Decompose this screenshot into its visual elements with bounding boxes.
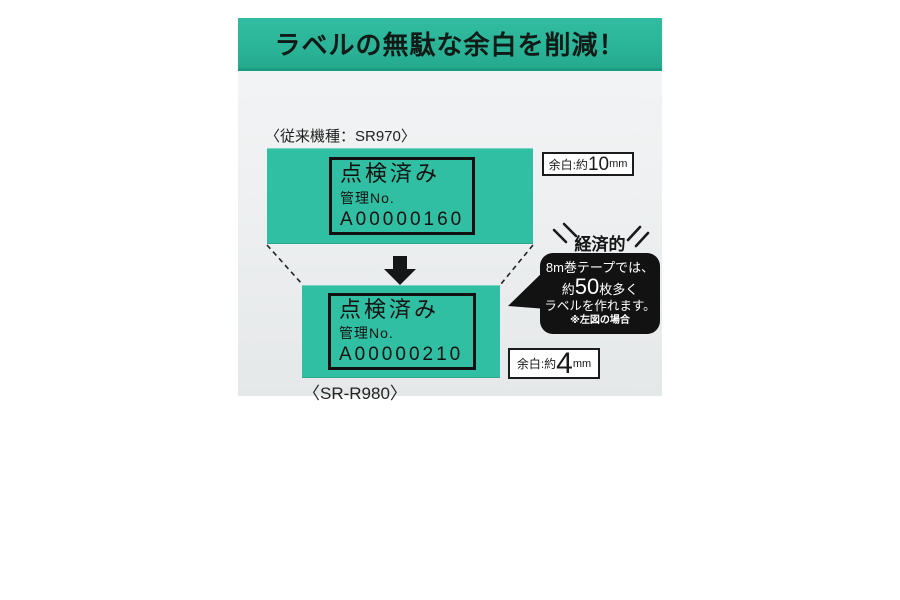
old-tape-serial: A00000160 bbox=[340, 209, 465, 230]
bubble-line2-prefix: 約 bbox=[561, 282, 575, 298]
new-tape-frame: 点検済み 管理No. A00000210 bbox=[328, 293, 476, 370]
new-tape-line1: 点検済み bbox=[339, 297, 440, 322]
new-tape-serial: A00000210 bbox=[339, 344, 464, 365]
new-tape-line2: 管理No. bbox=[339, 325, 394, 341]
bubble-line2-suffix: 枚多く bbox=[599, 282, 639, 298]
old-margin-value: 10 bbox=[587, 153, 610, 175]
old-margin-unit: mm bbox=[609, 158, 628, 170]
new-margin-prefix: 余白:約 bbox=[516, 357, 557, 371]
old-tape-frame: 点検済み 管理No. A00000160 bbox=[329, 157, 475, 235]
bubble-line3: ラベルを作れます。 bbox=[544, 298, 656, 313]
old-margin-prefix: 余白:約 bbox=[548, 157, 588, 172]
dashed-guide-left-icon bbox=[266, 244, 303, 285]
promo-panel: ラベルの無駄な余白を削減！ 〈従来機種：SR970〉 点検済み 管理No. A0… bbox=[238, 18, 662, 403]
old-tape-line2: 管理No. bbox=[340, 189, 395, 206]
new-model-caption: 〈SR-R980〉 bbox=[303, 384, 407, 403]
banner-title: ラベルの無駄な余白を削減！ bbox=[274, 29, 626, 60]
bubble-line1: 8m巻テープでは、 bbox=[545, 260, 655, 275]
down-arrow-icon bbox=[384, 256, 416, 285]
old-tape-label: 点検済み 管理No. A00000160 bbox=[267, 148, 533, 244]
bubble-line2: 約50枚多く bbox=[540, 276, 660, 298]
dashed-guide-right-icon bbox=[500, 244, 534, 285]
bubble-line2-value: 50 bbox=[574, 274, 600, 300]
header-banner: ラベルの無駄な余白を削減！ bbox=[238, 18, 662, 71]
economical-label: 経済的 bbox=[574, 235, 626, 254]
bubble-note: ※左図の場合 bbox=[570, 315, 630, 327]
old-model-caption: 〈従来機種：SR970〉 bbox=[265, 128, 416, 145]
new-margin-value: 4 bbox=[556, 347, 573, 380]
speech-bubble: 8m巻テープでは、 約50枚多く ラベルを作れます。 ※左図の場合 bbox=[540, 253, 660, 334]
new-tape-label: 点検済み 管理No. A00000210 bbox=[302, 285, 500, 378]
old-tape-line1: 点検済み bbox=[340, 161, 441, 186]
new-margin-unit: mm bbox=[572, 357, 592, 370]
